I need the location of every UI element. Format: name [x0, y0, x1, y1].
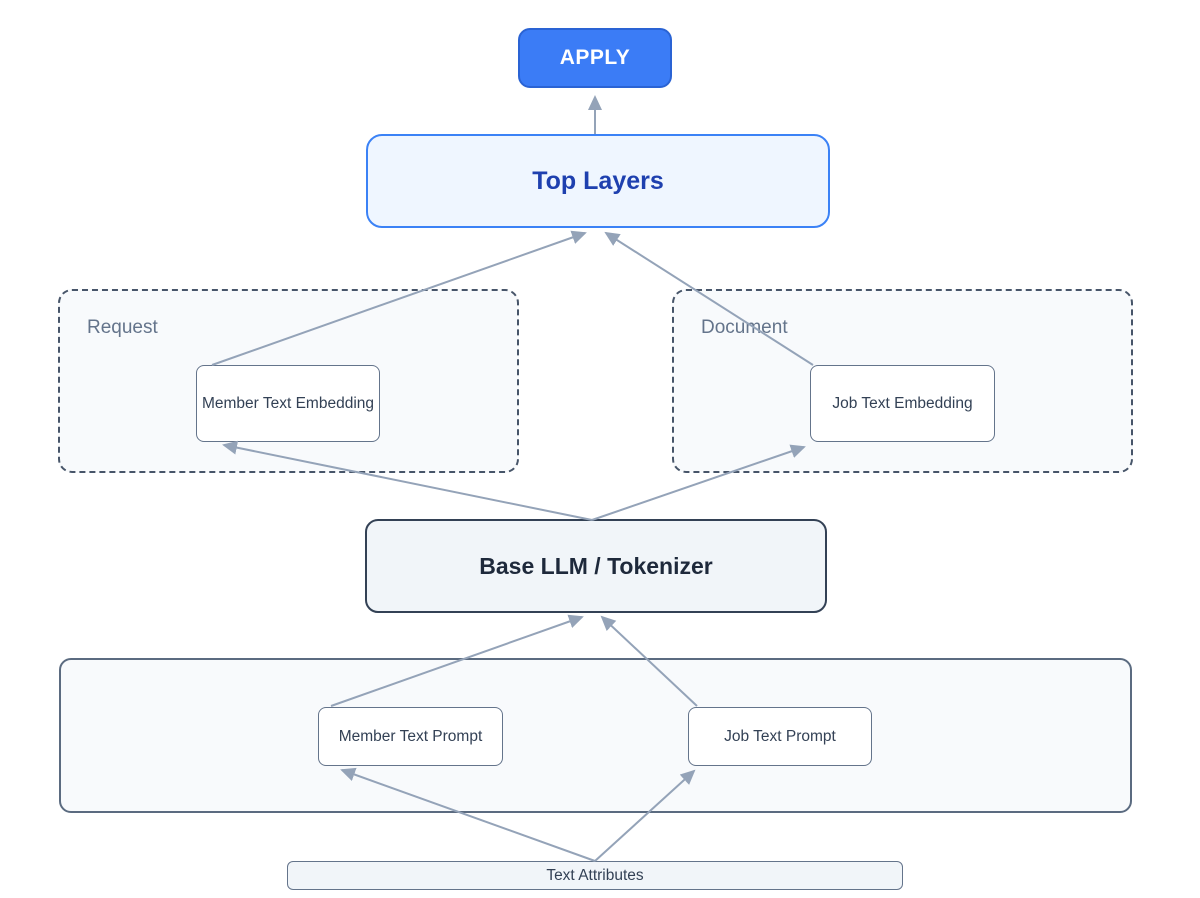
document-group-label: Document — [701, 317, 788, 338]
apply-node: APPLY — [518, 28, 672, 88]
member-text-embedding-node: Member Text Embedding — [196, 365, 380, 442]
prompts-group-box — [59, 658, 1132, 813]
member-text-prompt-node: Member Text Prompt — [318, 707, 503, 766]
request-group-label: Request — [87, 317, 158, 338]
base-llm-tokenizer-node: Base LLM / Tokenizer — [365, 519, 827, 613]
top-layers-node: Top Layers — [366, 134, 830, 228]
text-attributes-node: Text Attributes — [287, 861, 903, 890]
job-text-prompt-node: Job Text Prompt — [688, 707, 872, 766]
job-text-embedding-node: Job Text Embedding — [810, 365, 995, 442]
